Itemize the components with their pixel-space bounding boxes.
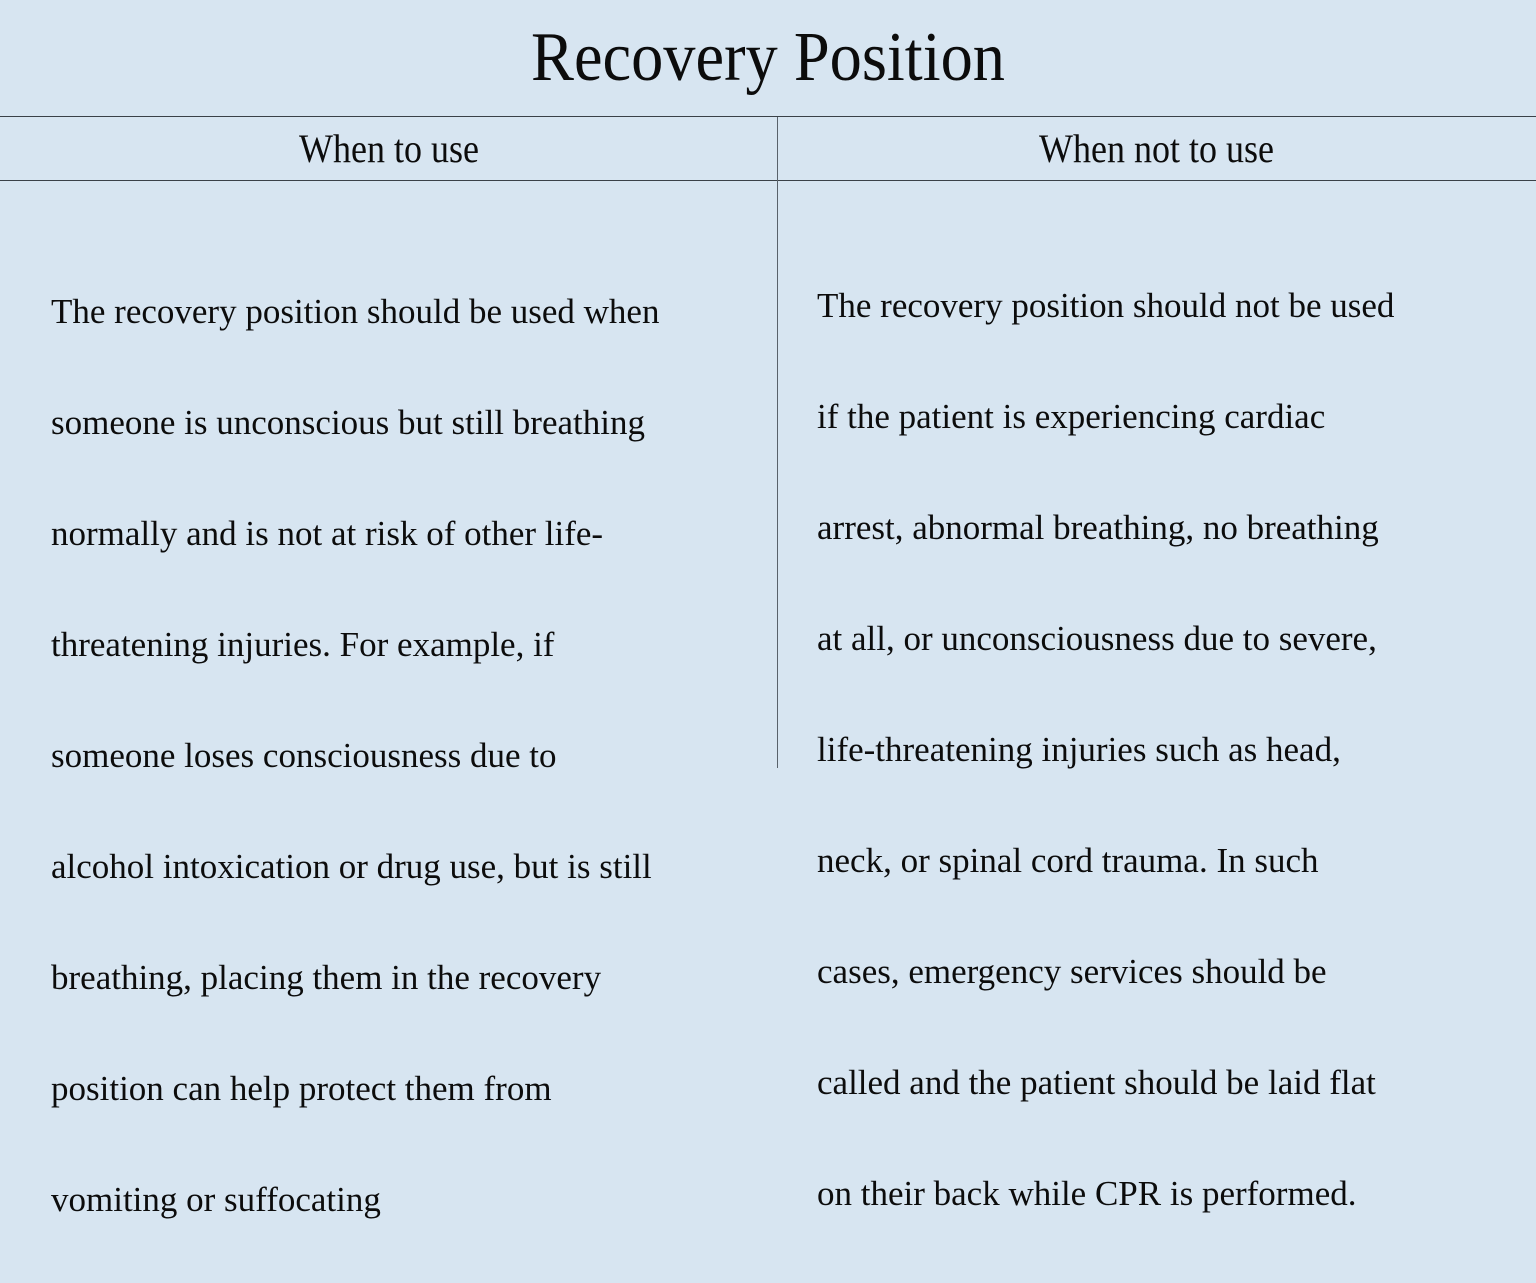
paragraph-line: alcohol intoxication or drug use, but is…	[51, 846, 652, 886]
title-divider	[0, 116, 1536, 117]
page-title: Recovery Position	[61, 0, 1474, 116]
paragraph-line: someone is unconscious but still breathi…	[51, 402, 645, 442]
paragraph-line: if the patient is experiencing cardiac	[817, 396, 1326, 436]
paragraph-line: at all, or unconsciousness due to severe…	[817, 618, 1377, 658]
column-heading-text: When to use	[298, 126, 479, 171]
paragraph-line: on their back while CPR is performed.	[817, 1173, 1357, 1213]
column-heading-when-to-use: When to use	[0, 117, 777, 180]
paragraph-line: The recovery position should not be used	[817, 285, 1395, 325]
paragraph-line: vomiting or suffocating	[51, 1179, 381, 1219]
paragraph-line: arrest, abnormal breathing, no breathing	[817, 507, 1379, 547]
paragraph-line: life-threatening injuries such as head,	[817, 729, 1341, 769]
paragraph-line: normally and is not at risk of other lif…	[51, 513, 604, 553]
paragraph-line: The recovery position should be used whe…	[51, 291, 660, 331]
paragraph-line: breathing, placing them in the recovery	[51, 957, 602, 997]
when-not-to-use-paragraph: The recovery position should not be used…	[817, 222, 1536, 1277]
column-heading-when-not-to-use: When not to use	[778, 117, 1536, 180]
column-heading-text: When not to use	[1039, 126, 1275, 171]
paragraph-line: neck, or spinal cord trauma. In such	[817, 840, 1319, 880]
paragraph-line: position can help protect them from	[51, 1068, 552, 1108]
page-title-text: Recovery Position	[530, 19, 1006, 96]
paragraph-line: threatening injuries. For example, if	[51, 624, 555, 664]
paragraph-line: someone loses consciousness due to	[51, 735, 557, 775]
header-divider	[0, 180, 1536, 181]
when-to-use-paragraph: The recovery position should be used whe…	[51, 228, 811, 1283]
column-divider	[777, 117, 778, 768]
paragraph-line: cases, emergency services should be	[817, 951, 1327, 991]
paragraph-line: called and the patient should be laid fl…	[817, 1062, 1376, 1102]
